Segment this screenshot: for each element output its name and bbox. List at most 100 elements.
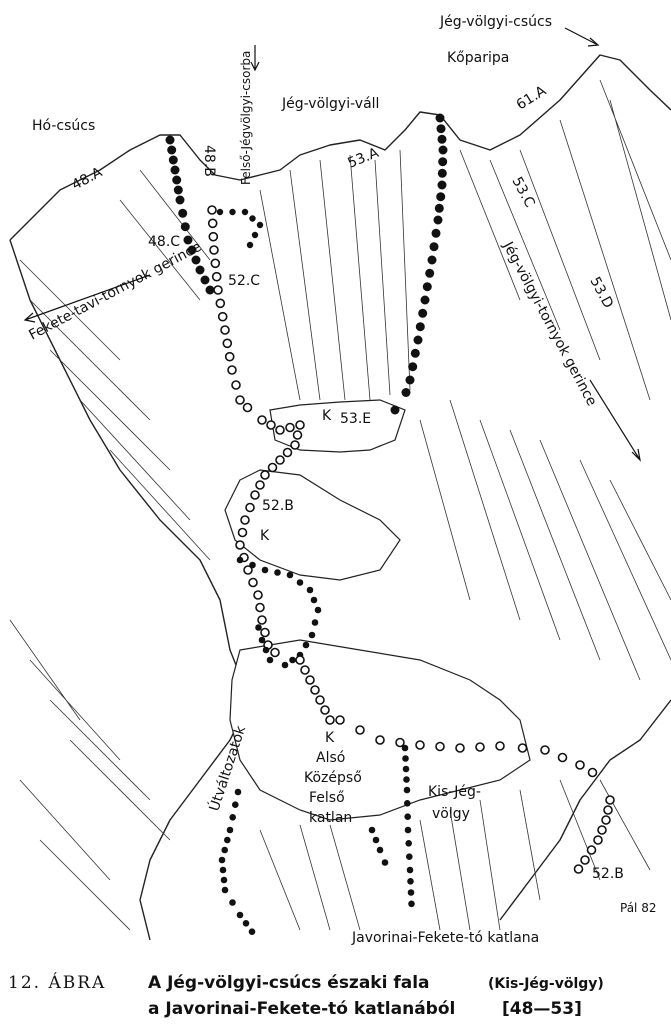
route-dot-variant [253,590,263,600]
basin-label-kozepso: Középső [304,770,362,786]
route-dot-variant [580,855,590,865]
basin-label-katlan: katlan [309,810,352,826]
route-dot-variant [285,422,295,433]
route-dot-variant [593,835,603,845]
route-dot-main [404,800,411,807]
route-label-52c: 52.C [228,273,260,289]
route-dot-variant [305,675,315,685]
route-dot-main [408,900,415,908]
route-dot-variant [292,430,303,440]
route-dot-main [219,866,227,874]
route-dot-variant [315,695,325,705]
route-dot-main [249,561,256,569]
route-dot-variant [575,760,585,770]
snowfields [224,399,531,821]
route-dot-main [224,836,231,844]
rock-hatching [9,79,671,931]
route-dot-main [165,135,175,145]
route-dot-main [167,145,177,155]
peak-label-ho-csucs: Hó-csúcs [32,118,95,134]
peak-label-felso-jegvolgyi-csorba: Felső-Jégvölgyi-csorba [239,51,253,185]
route-dot-main [438,145,448,155]
route-dot-variant [475,742,485,752]
route-dot-variant [540,745,550,755]
route-dot-main [310,596,318,604]
route-dot-variant [275,425,285,435]
caption-line1: A Jég-völgyi-csúcs északi fala [148,973,430,993]
route-dot-variant [231,380,241,390]
route-dot-variant [207,218,218,229]
route-dot-variant [255,602,265,613]
route-dot-main [427,255,437,265]
route-dot-variant [573,864,584,874]
marker-k: K [260,528,270,544]
route-label-52b-lower: 52.B [592,866,624,882]
route-dot-main [195,265,205,275]
route-dot-variant [208,231,219,242]
route-dot-variant [320,705,330,715]
route-label-53a: 53.A [346,145,382,172]
route-dot-variant [310,685,320,695]
route-dot-variant [300,665,310,675]
route-dot-variant [235,395,245,405]
route-dot-variant [235,540,245,550]
label-utvaltozatok: Útváltozatok [205,723,250,814]
route-dot-main [229,899,236,906]
route-dot-main [415,322,425,332]
route-dot-main [221,846,228,854]
route-dot-main [413,335,423,345]
route-dot-main [248,928,256,935]
route-dot-main [410,348,420,358]
route-dot-variant [290,440,300,450]
route-dot-main [418,308,428,318]
route-dot-main [311,619,319,626]
route-dot-variant [243,565,253,575]
route-dot-variant [586,845,597,855]
route-dot-main [242,920,250,927]
route-dot-variant [215,298,226,309]
marker-k: K [325,730,335,746]
peak-label-jeg-volgyi-vall: Jég-völgyi-váll [281,96,379,112]
route-dot-variant [242,402,253,413]
route-dot-main [404,826,412,834]
route-dot-variant [255,480,265,490]
route-dot-variant [250,490,260,500]
route-dot-variant [455,743,465,753]
route-dot-main [405,840,413,847]
route-dot-variant [495,741,505,751]
route-dot-variant [295,420,305,430]
route-dot-variant [603,805,613,815]
route-dot-main [289,656,296,664]
route-dot-variant [395,737,405,748]
route-dot-main [302,641,310,649]
route-dot-variant [587,767,598,778]
route-dot-main [402,755,409,762]
route-dot-main [258,636,266,644]
route-dot-main [405,375,415,385]
route-dot-main [308,631,316,639]
route-dot-variant [325,715,335,725]
route-dot-main [438,157,448,167]
route-dot-main [436,124,446,134]
route-label-53e: 53.E [340,411,371,427]
route-dot-main [168,155,178,165]
route-dot-main [436,192,446,202]
caption-line2: a Javorinai-Fekete-tó katlanából [148,999,455,1019]
route-dot-main [404,813,412,820]
route-dot-variant [605,795,615,805]
route-dot-main [407,878,414,885]
route-dot-main [274,569,281,576]
route-dot-main [236,911,244,919]
route-dot-main [255,624,262,631]
route-dot-main [437,168,447,178]
route-dot-variant [257,615,267,625]
route-dot-main [261,566,269,574]
route-dot-main [226,826,234,834]
route-dot-variant [257,415,267,425]
route-dot-main [425,268,435,278]
route-dots [165,113,615,935]
basin-label-felso: Felső [309,790,345,806]
route-dot-main [183,235,193,245]
route-dot-variant [224,351,235,362]
route-dot-main [372,836,380,844]
